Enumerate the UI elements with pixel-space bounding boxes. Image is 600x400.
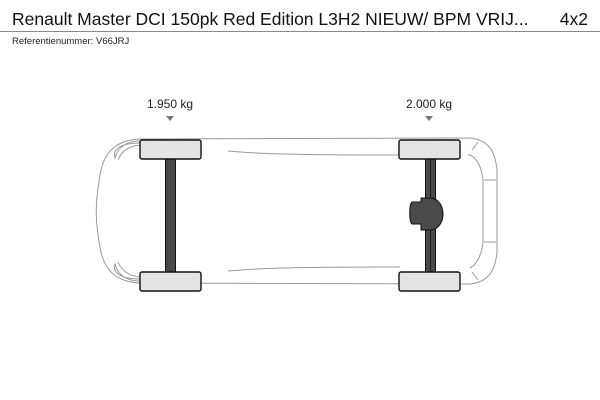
front-axle-arrow-icon: [165, 116, 174, 121]
front-left-wheel: [139, 139, 202, 160]
axle-configuration: 4x2: [559, 8, 588, 29]
header: Renault Master DCI 150pk Red Edition L3H…: [12, 6, 588, 32]
front-right-wheel: [139, 271, 202, 292]
rear-axle-arrow-icon: [424, 116, 433, 121]
rear-right-wheel: [398, 271, 461, 292]
front-axle-weight: 1.950 kg: [146, 97, 194, 111]
rear-axle: [398, 139, 461, 292]
header-divider: [0, 31, 600, 32]
vehicle-title: Renault Master DCI 150pk Red Edition L3H…: [12, 8, 529, 29]
rear-axle-weight: 2.000 kg: [405, 97, 453, 111]
rear-left-wheel: [398, 139, 461, 160]
front-axle: [139, 139, 202, 292]
differential: [409, 197, 444, 231]
reference-number: Referentienummer: V66JRJ: [12, 36, 130, 47]
